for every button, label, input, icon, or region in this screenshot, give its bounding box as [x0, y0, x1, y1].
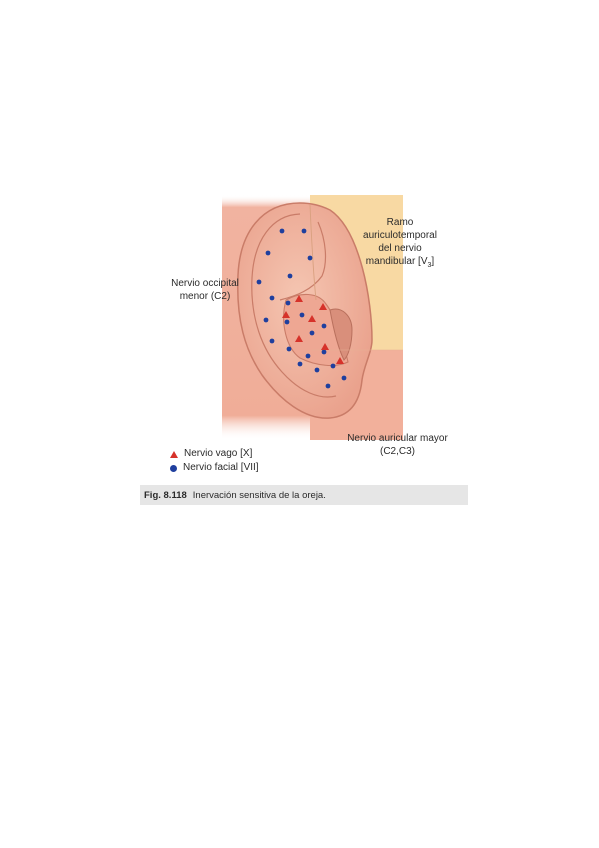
facial-dot — [299, 312, 305, 318]
legend-facial-label: Nervio facial [VII] — [183, 462, 259, 473]
label-auric-subscript: 3 — [427, 262, 432, 269]
facial-dot — [265, 250, 271, 256]
label-auric-bracket: ] — [431, 256, 435, 267]
divider-upper — [309, 204, 317, 301]
vagus-triangle — [295, 295, 303, 302]
legend-facial: Nervio facial [VII] — [170, 461, 259, 475]
facial-dot — [256, 279, 262, 285]
label-occipital-line1: Nervio occipital — [171, 278, 239, 289]
facial-dot — [263, 317, 269, 323]
facial-dot — [321, 349, 327, 355]
label-auric-line3: del nervio — [378, 243, 422, 254]
facial-dot — [297, 361, 303, 367]
facial-dot — [314, 367, 320, 373]
label-occipital: Nervio occipital menor (C2) — [150, 277, 260, 303]
legend-vagus: Nervio vago [X] — [170, 447, 259, 461]
facial-dot — [269, 338, 275, 344]
label-occipital-line2: menor (C2) — [179, 291, 231, 302]
figure-caption: Fig. 8.118 Inervación sensitiva de la or… — [140, 485, 468, 505]
facial-dot — [325, 383, 331, 389]
facial-dot — [301, 228, 307, 234]
vagus-triangle — [308, 315, 316, 322]
label-mayor-line1: Nervio auricular mayor — [347, 433, 448, 444]
facial-dot — [284, 319, 290, 325]
facial-dot — [309, 330, 315, 336]
facial-dot — [269, 295, 275, 301]
ear-canal — [329, 308, 353, 361]
label-auriculotemporal: Ramo auriculotemporal del nervio mandibu… — [345, 216, 455, 272]
label-auricular-mayor: Nervio auricular mayor (C2,C3) — [330, 432, 465, 458]
facial-markers — [256, 228, 347, 389]
label-auric-line4: mandibular [V3] — [345, 255, 455, 272]
facial-dot — [279, 228, 285, 234]
figure-number: Fig. 8.118 — [144, 489, 187, 501]
vagus-triangle — [319, 303, 327, 310]
label-mayor-line2: (C2,C3) — [379, 446, 415, 457]
facial-dot — [330, 363, 336, 369]
facial-dot — [321, 323, 327, 329]
facial-dot — [286, 346, 292, 352]
vagus-markers — [282, 295, 344, 364]
scapha — [279, 221, 327, 301]
caption-text: Inervación sensitiva de la oreja. — [192, 489, 326, 501]
facial-dot — [341, 375, 347, 381]
legend-vagus-label: Nervio vago [X] — [184, 448, 253, 459]
label-auric-line2: auriculotemporal — [363, 230, 437, 241]
facial-dot — [285, 300, 291, 306]
label-auric-line1: Ramo — [386, 217, 414, 228]
vagus-triangle — [321, 343, 329, 350]
concha — [283, 293, 349, 367]
legend: Nervio vago [X] Nervio facial [VII] — [170, 447, 259, 475]
facial-dot — [305, 353, 311, 359]
vagus-triangle — [295, 335, 303, 342]
vagus-triangle — [336, 357, 344, 364]
vagus-triangle — [282, 311, 290, 318]
antihelix — [251, 213, 337, 398]
dot-icon — [170, 464, 177, 472]
facial-dot — [287, 273, 293, 279]
triangle-icon — [170, 450, 178, 458]
label-auric-mandibular: mandibular [V — [365, 256, 428, 267]
facial-dot — [307, 255, 313, 261]
